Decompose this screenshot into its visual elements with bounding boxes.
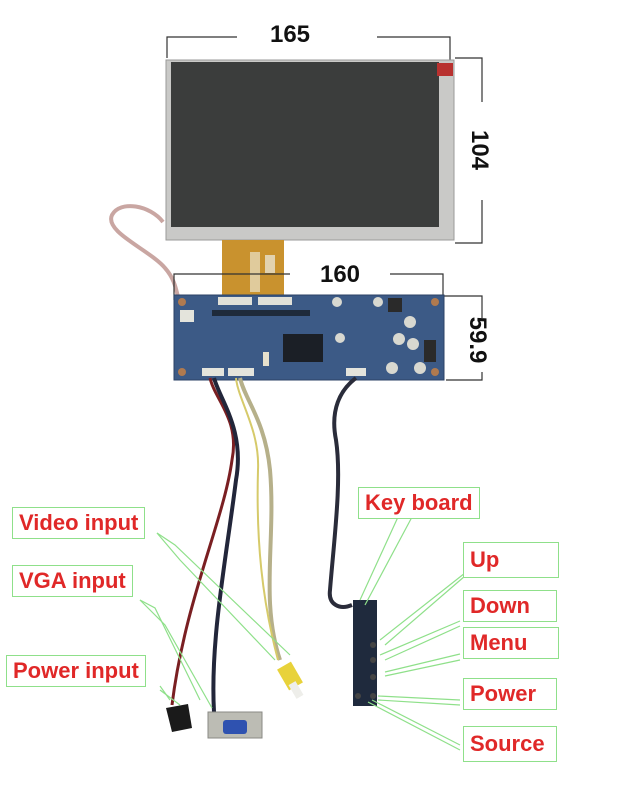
label-video-input: Video input	[12, 507, 146, 539]
dim-label-board-height: 59.9	[464, 317, 491, 364]
label-power: Power	[463, 678, 557, 710]
video-connector	[277, 661, 304, 699]
lcd-panel	[165, 59, 455, 241]
label-vga-input: VGA input	[12, 565, 133, 597]
dim-label-panel-width: 165	[270, 21, 310, 48]
dimension-160: 160	[173, 261, 444, 300]
main-chip	[283, 334, 323, 362]
keyboard-board	[353, 600, 377, 706]
driver-board	[173, 294, 445, 381]
label-up: Up	[463, 542, 559, 578]
protective-film-tab	[437, 63, 453, 76]
label-keyboard: Key board	[358, 487, 480, 519]
dimension-165: 165	[166, 21, 451, 60]
dim-label-panel-height: 104	[466, 130, 493, 171]
label-source: Source	[463, 726, 557, 762]
backlight-cable	[109, 204, 188, 320]
label-power-input: Power input	[6, 655, 146, 687]
power-connector	[166, 704, 192, 732]
dimension-59-9: 59.9	[443, 295, 491, 381]
cable-bundle	[170, 376, 358, 713]
label-menu: Menu	[463, 627, 559, 659]
leader-lines	[139, 516, 466, 751]
vga-connector	[207, 711, 263, 739]
label-down: Down	[463, 590, 557, 622]
dim-label-board-width: 160	[320, 261, 360, 288]
dimension-104: 104	[455, 57, 493, 244]
flex-cable	[222, 240, 284, 300]
